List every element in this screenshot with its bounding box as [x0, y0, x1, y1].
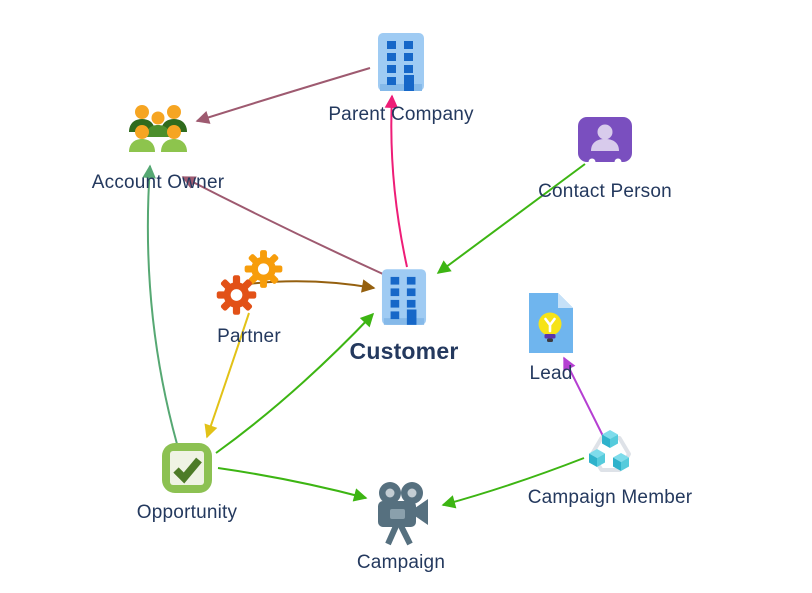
node-label: Contact Person [538, 181, 672, 202]
gears-icon [214, 248, 284, 316]
node-account-owner[interactable]: Account Owner [92, 104, 224, 193]
edge-partner-to-opportunity [204, 312, 250, 439]
node-customer[interactable]: Customer [350, 268, 458, 364]
node-campaign-member[interactable]: Campaign Member [528, 424, 692, 508]
edge-customer-to-account-owner [181, 176, 384, 275]
node-label: Campaign Member [527, 487, 693, 508]
node-opportunity[interactable]: Opportunity [137, 442, 237, 523]
document-lightbulb-icon [527, 292, 575, 354]
edge-customer-to-parent-company [384, 94, 408, 268]
node-label: Opportunity [136, 502, 238, 523]
node-lead[interactable]: Lead [527, 292, 575, 384]
node-label: Parent Company [328, 104, 474, 125]
edge-opportunity-to-account-owner [142, 164, 178, 445]
building-icon [377, 33, 425, 93]
node-label: Account Owner [91, 172, 225, 193]
node-label: Customer [349, 338, 459, 364]
node-label: Campaign [356, 552, 446, 573]
edge-contact-person-to-customer [436, 163, 586, 274]
movie-camera-icon [371, 480, 431, 546]
node-contact-person[interactable]: Contact Person [538, 116, 672, 202]
node-parent-company[interactable]: Parent Company [328, 33, 473, 125]
cubes-hexagon-icon [582, 424, 638, 480]
node-campaign[interactable]: Campaign [357, 480, 445, 573]
node-partner[interactable]: Partner [214, 248, 284, 347]
node-label: Lead [529, 363, 573, 384]
people-group-icon [127, 104, 189, 156]
edge-opportunity-to-customer [215, 312, 375, 454]
node-label: Partner [217, 326, 281, 347]
checkmark-box-icon [161, 442, 213, 494]
person-card-icon [576, 116, 634, 166]
building-icon [381, 268, 427, 328]
edge-campaign-member-to-campaign [441, 457, 585, 509]
edge-opportunity-to-campaign [217, 467, 368, 502]
edge-parent-company-to-account-owner [195, 67, 371, 124]
